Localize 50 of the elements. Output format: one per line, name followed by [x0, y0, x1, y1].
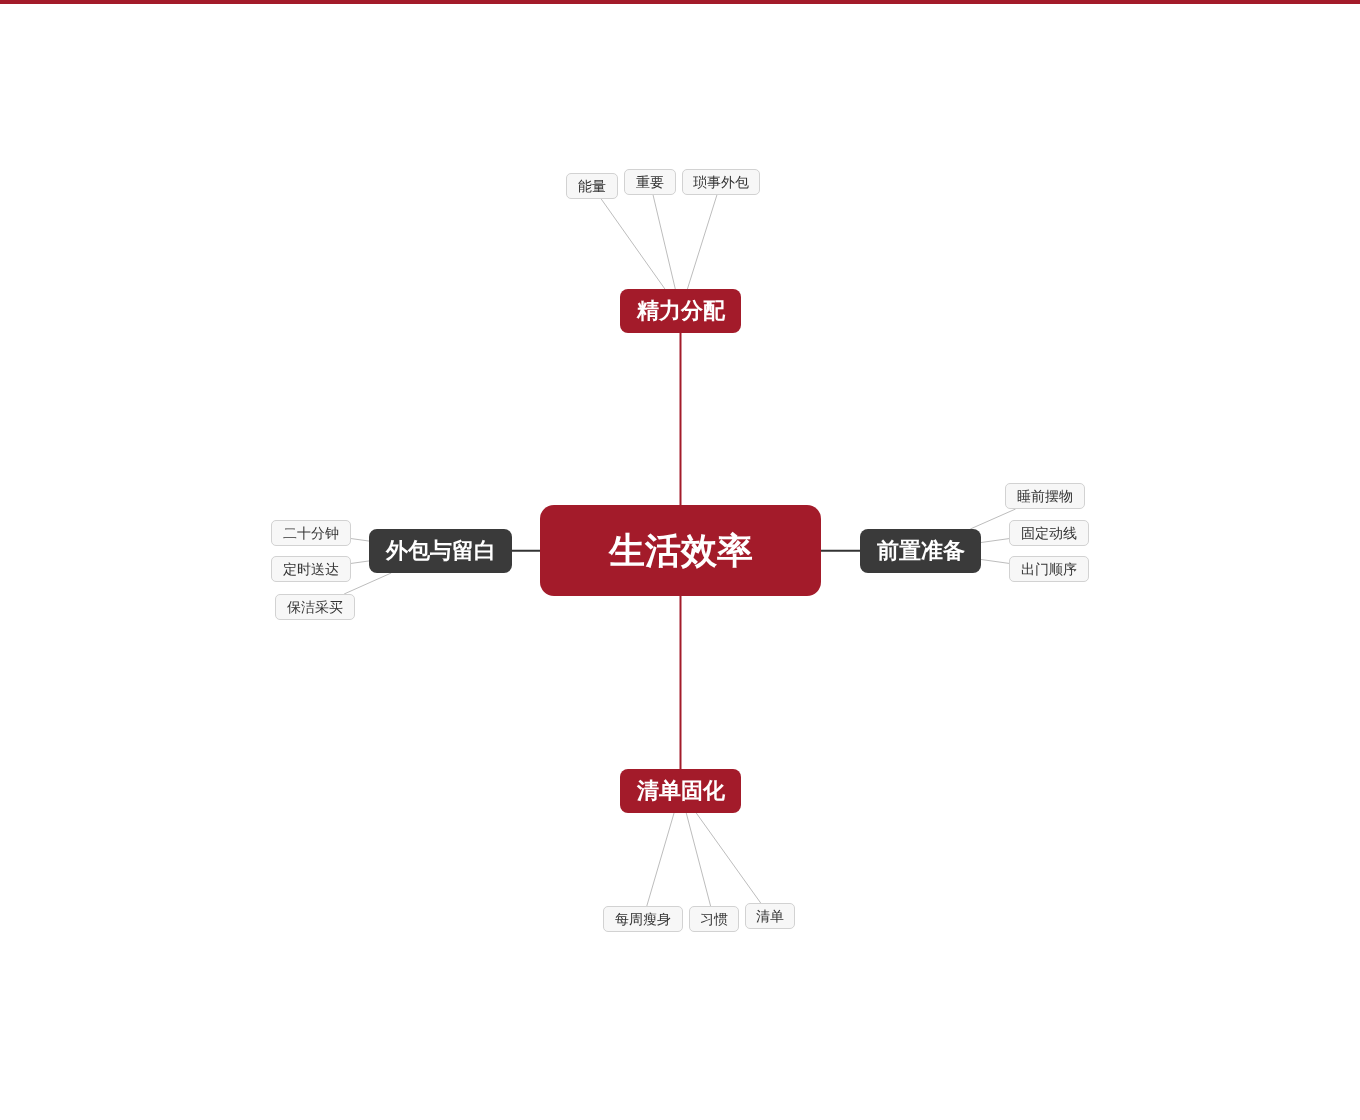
branch-topic	[620, 769, 741, 813]
connector-line	[679, 595, 682, 770]
connector-line	[646, 812, 675, 907]
subtopic-box	[271, 556, 351, 582]
topic-text: 生活效率	[608, 529, 753, 572]
connector-line	[820, 549, 861, 552]
central-topic	[540, 505, 821, 596]
branch-topic	[620, 289, 741, 333]
topic-text: 出门顺序	[1021, 560, 1077, 578]
connector-line	[350, 538, 370, 542]
subtopic-box	[1005, 483, 1085, 509]
topic-text: 每周瘦身	[615, 910, 671, 928]
topic-text: 睡前摆物	[1017, 487, 1073, 505]
branch-topic	[860, 529, 981, 573]
subtopic-box	[624, 169, 676, 195]
topic-text: 保洁采买	[287, 598, 343, 616]
topic-text: 琐事外包	[693, 173, 749, 191]
topic-text: 定时送达	[283, 560, 339, 578]
topic-text: 能量	[578, 177, 606, 195]
connector-line	[679, 332, 682, 506]
connector-line	[686, 194, 718, 290]
connector-line	[695, 812, 762, 904]
connector-line	[980, 538, 1010, 544]
subtopic-box	[1009, 556, 1089, 582]
topic-text: 外包与留白	[385, 538, 496, 564]
connector-line	[685, 812, 712, 907]
subtopic-box	[566, 173, 618, 199]
topic-text: 清单	[756, 907, 784, 925]
topic-text: 固定动线	[1021, 524, 1077, 542]
connector-line	[350, 560, 370, 564]
topic-text: 习惯	[700, 910, 728, 928]
topic-text: 二十分钟	[283, 524, 339, 542]
subtopic-box	[271, 520, 351, 546]
subtopic-box	[275, 594, 355, 620]
branch-topic	[369, 529, 512, 573]
topic-text: 精力分配	[636, 298, 725, 324]
subtopic-box	[603, 906, 683, 932]
subtopic-box	[682, 169, 760, 195]
topic-text: 清单固化	[636, 778, 725, 804]
connector-line	[511, 549, 541, 552]
topic-text: 重要	[636, 173, 664, 191]
subtopic-box	[689, 906, 739, 932]
topic-text: 前置准备	[876, 538, 965, 564]
connector-line	[980, 559, 1010, 564]
connector-line	[343, 572, 392, 595]
connector-line	[600, 198, 666, 290]
connector-line	[969, 508, 1017, 530]
subtopic-box	[745, 903, 795, 929]
connector-line	[652, 194, 676, 290]
subtopic-box	[1009, 520, 1089, 546]
